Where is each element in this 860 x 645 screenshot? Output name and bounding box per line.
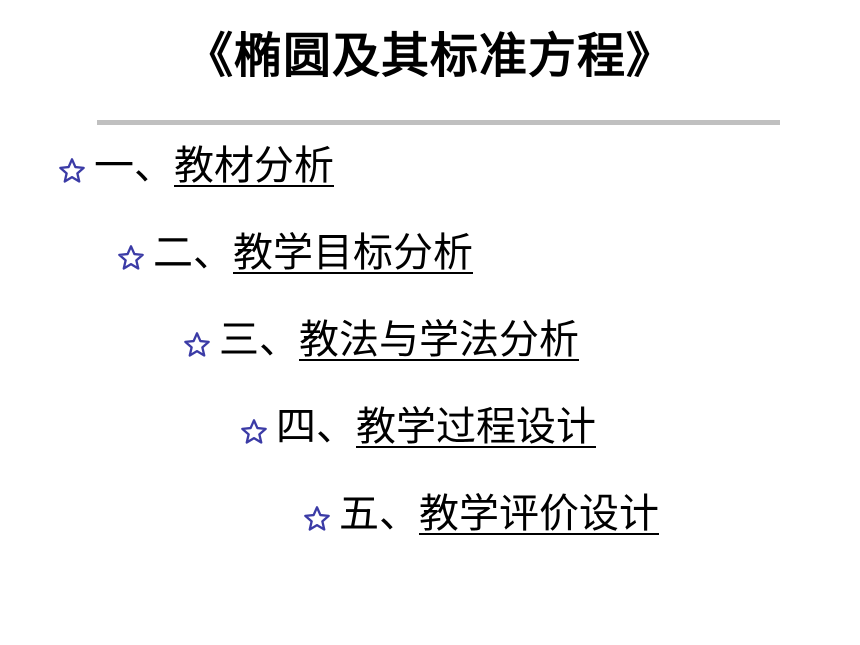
outline-item-prefix: 一、 [94, 143, 174, 189]
outline-link-teaching-objectives-analysis[interactable]: 教学目标分析 [233, 230, 473, 276]
outline-item-prefix: 二、 [153, 230, 233, 276]
star-outline-icon [183, 326, 211, 357]
outline-link-teaching-evaluation-design[interactable]: 教学评价设计 [419, 491, 659, 537]
outline-link-teaching-learning-methods-analysis[interactable]: 教法与学法分析 [299, 317, 579, 363]
star-outline-icon [58, 152, 86, 183]
outline-item-5: 五、 教学评价设计 [303, 494, 659, 534]
star-outline-icon [117, 239, 145, 270]
star-outline-icon [240, 413, 268, 444]
outline-link-teaching-material-analysis[interactable]: 教材分析 [174, 143, 334, 189]
outline-item-4: 四、 教学过程设计 [240, 407, 596, 447]
outline-item-2: 二、 教学目标分析 [117, 233, 473, 273]
outline-item-prefix: 三、 [219, 317, 299, 363]
star-outline-icon [303, 500, 331, 531]
outline-link-teaching-process-design[interactable]: 教学过程设计 [356, 404, 596, 450]
title-divider [97, 120, 780, 125]
outline-item-1: 一、 教材分析 [58, 146, 334, 186]
outline-item-prefix: 四、 [276, 404, 356, 450]
outline-item-prefix: 五、 [339, 491, 419, 537]
slide-title: 《椭圆及其标准方程》 [184, 28, 675, 84]
outline-item-3: 三、 教法与学法分析 [183, 320, 579, 360]
